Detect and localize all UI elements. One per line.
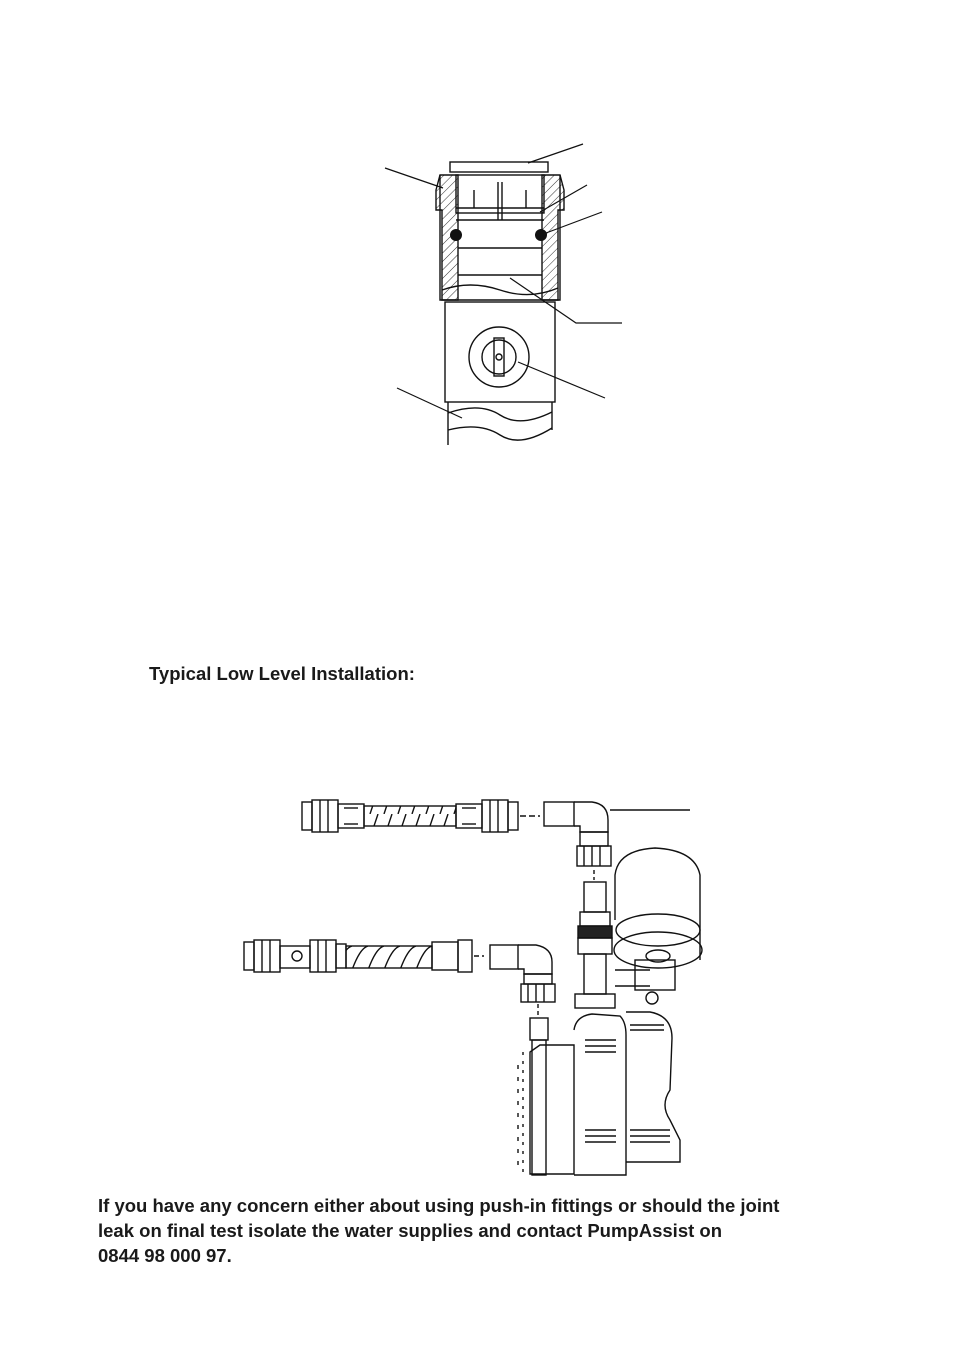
pump-body bbox=[517, 1011, 681, 1176]
expansion-vessel bbox=[613, 847, 703, 969]
section-heading: Typical Low Level Installation: bbox=[149, 663, 415, 684]
warning-note: If you have any concern either about usi… bbox=[98, 1193, 868, 1268]
low-level-installation-diagram bbox=[243, 799, 703, 1176]
note-line: 0844 98 000 97. bbox=[98, 1245, 232, 1266]
note-line: leak on final test isolate the water sup… bbox=[98, 1220, 723, 1241]
push-in-fitting-cross-section-diagram bbox=[384, 143, 622, 445]
fitting-body bbox=[435, 161, 565, 445]
note-line: If you have any concern either about usi… bbox=[98, 1195, 780, 1216]
leader-lines bbox=[384, 143, 622, 419]
lower-elbow-fitting bbox=[489, 944, 556, 1041]
upper-flexible-hose bbox=[301, 799, 540, 833]
o-ring bbox=[450, 229, 462, 241]
lower-flexible-hose bbox=[243, 939, 484, 973]
o-ring bbox=[535, 229, 547, 241]
riser-fittings bbox=[574, 881, 676, 1009]
upper-elbow-fitting bbox=[543, 801, 690, 880]
